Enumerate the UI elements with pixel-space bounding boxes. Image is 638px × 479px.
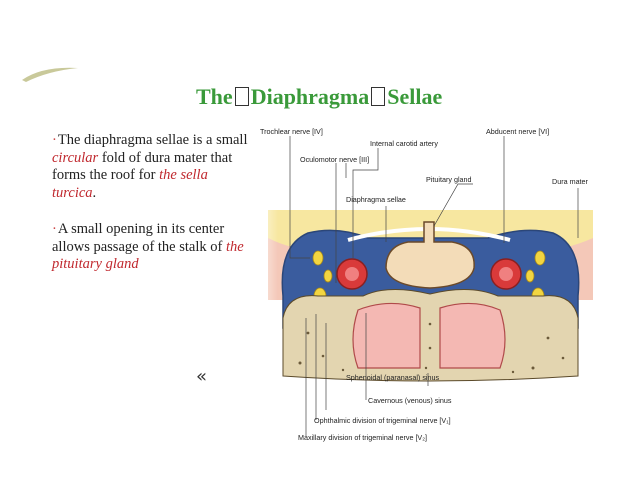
bullet-item-1: ·The diaphragma sellae is a small circul… <box>52 132 252 202</box>
label-sphenoidal-sinus: Sphenoidal (paranasal) sinus <box>346 373 440 382</box>
label-dura-mater: Dura mater <box>552 177 589 186</box>
bullet-text: A small opening in its center allows pas… <box>52 221 226 255</box>
anatomy-diagram: Trochlear nerve [IV] Internal carotid ar… <box>248 127 593 442</box>
bullet-list: ·The diaphragma sellae is a small circul… <box>52 132 252 293</box>
missing-glyph-box <box>371 87 386 106</box>
emphasis-sella-turcica: the sella turcica <box>52 167 208 201</box>
slide-title: The Diaphragma Sellae <box>196 84 496 110</box>
label-trochlear-nerve: Trochlear nerve [IV] <box>260 127 323 136</box>
bullet-text: fold of dura mater that forms the roof f… <box>52 149 233 184</box>
sphenoidal-sinus-left <box>352 302 421 369</box>
label-cavernous-sinus: Cavernous (venous) sinus <box>368 396 452 405</box>
emphasis-circular: circular <box>52 149 99 166</box>
sphenoidal-sinus-right <box>439 302 506 369</box>
label-internal-carotid-artery: Internal carotid artery <box>370 139 438 148</box>
emphasis-pituitary-gland: the pituitary gland <box>52 238 244 273</box>
missing-glyph-box <box>234 87 249 106</box>
label-abducent-nerve: Abducent nerve [VI] <box>486 127 549 136</box>
double-chevron-left-icon[interactable]: « <box>196 366 208 387</box>
bullet-text: . <box>92 184 97 201</box>
label-oculomotor-nerve: Oculomotor nerve [III] <box>300 155 369 164</box>
bone-texture <box>298 322 565 374</box>
label-ophthalmic-division: Ophthalmic division of trigeminal nerve … <box>314 416 451 425</box>
leader-lines <box>289 136 579 436</box>
title-word-sellae: Sellae <box>387 84 443 109</box>
title-word-diaphragma: Diaphragma <box>250 84 370 109</box>
label-maxillary-division: Maxillary division of trigeminal nerve [… <box>298 433 427 442</box>
bullet-text: The diaphragma sellae is a small <box>57 132 248 148</box>
title-word-the: The <box>196 84 233 109</box>
decorative-swoosh <box>22 67 78 82</box>
label-pituitary-gland: Pituitary gland <box>426 175 472 184</box>
label-diaphragma-sellae: Diaphragma sellae <box>346 195 406 204</box>
bullet-marker: · <box>52 132 57 148</box>
bullet-marker: · <box>52 221 57 237</box>
pituitary-gland-shape <box>385 221 475 289</box>
bullet-item-2: ·A small opening in its center allows pa… <box>52 221 252 274</box>
